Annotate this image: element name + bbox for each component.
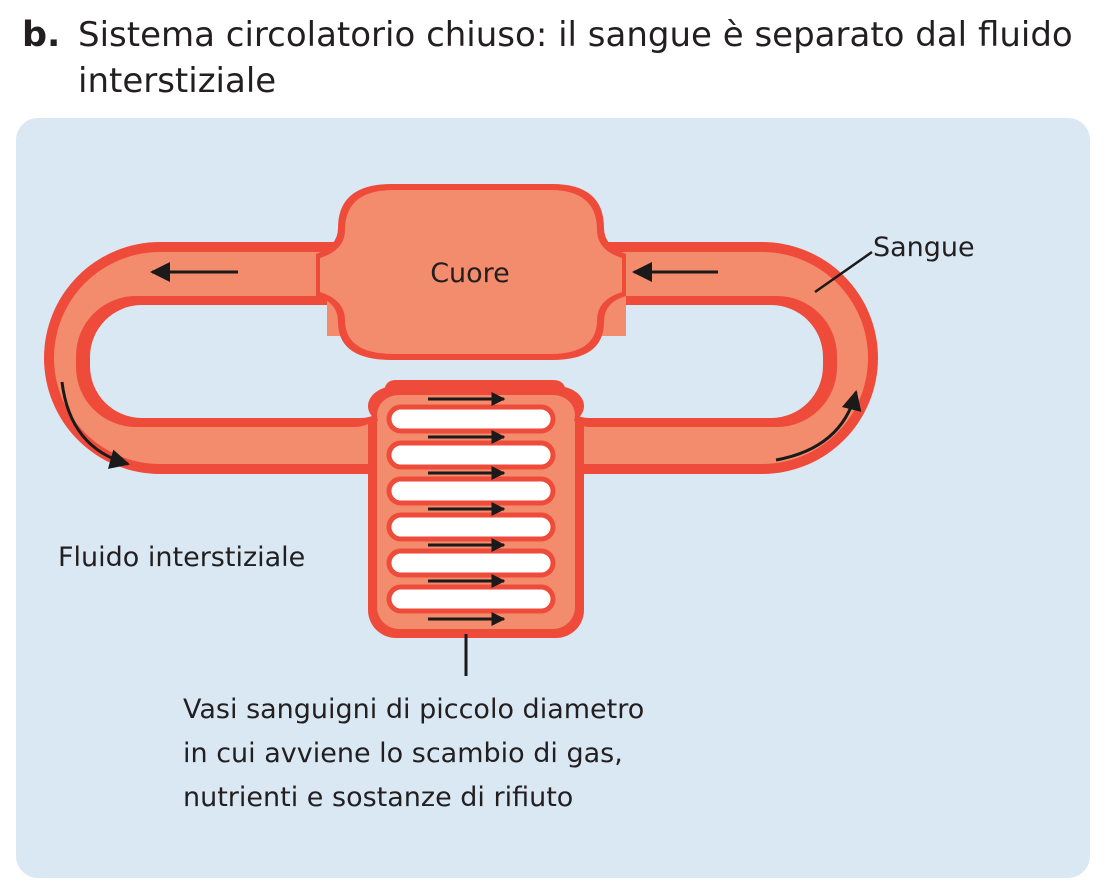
sangue-leader-line [814, 250, 873, 294]
capillary-slots [386, 404, 556, 614]
heart-chamber [316, 184, 626, 360]
small-vessels-line-2: in cui avviene lo scambio di gas, [183, 738, 623, 769]
small-vessels-line-1: Vasi sanguigni di piccolo diametro [183, 694, 645, 725]
right-loop-arrow [775, 390, 862, 462]
small-vessels-line-3: nutrienti e sostanze di rifiuto [183, 782, 574, 813]
heart-label: Cuore [430, 258, 510, 289]
figure-title-text: Sistema circolatorio chiuso: il sangue è… [78, 15, 1073, 101]
left-loop-arrow [60, 381, 130, 469]
flow-arrows [60, 262, 862, 626]
interstitial-fluid-label: Fluido interstiziale [58, 542, 306, 573]
small-vessels-label: Vasi sanguigni di piccolo diametro in cu… [183, 688, 803, 820]
blood-label: Sangue [873, 232, 975, 263]
figure-letter: b. [22, 15, 61, 55]
